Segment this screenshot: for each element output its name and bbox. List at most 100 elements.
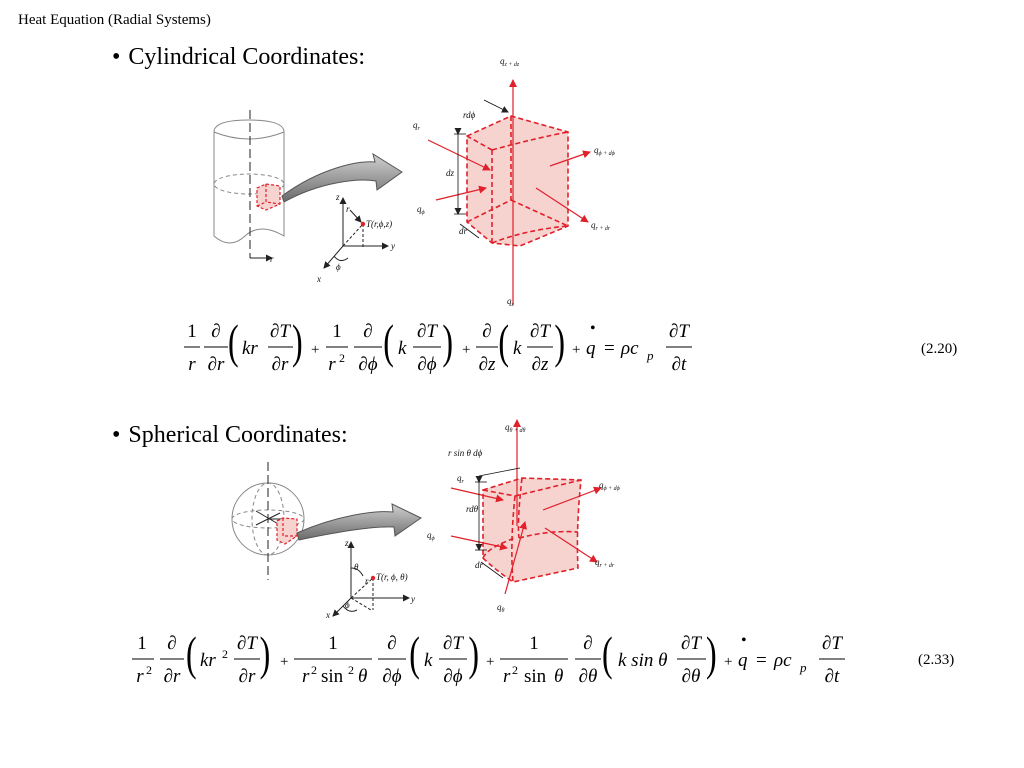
- eq-one-2: 1: [328, 633, 338, 654]
- zoom-arrow: [281, 152, 403, 203]
- eq-rho-c: ρc: [773, 650, 792, 671]
- eq-k-2: k: [513, 338, 522, 359]
- label-dz: dz: [446, 168, 455, 178]
- point-label: T(r, ϕ, θ): [376, 572, 408, 582]
- label-q-r: qr: [457, 473, 465, 485]
- svg-text:(: (: [498, 315, 509, 368]
- label-dr: dr: [459, 226, 468, 236]
- eq-d-t: ∂t: [825, 666, 840, 687]
- eq-k: k: [398, 338, 407, 359]
- spherical-diagram: z θ r y x ϕ T(r, ϕ, θ) qθ + dθ r sin θ d…: [231, 419, 620, 620]
- eq-k: k: [424, 650, 433, 671]
- eq-theta-2: θ: [554, 666, 563, 687]
- eq-qdot: •: [590, 320, 596, 337]
- eq-d-t: ∂t: [672, 354, 687, 375]
- eq-kr: kr: [200, 650, 216, 671]
- zoom-arrow: [296, 503, 422, 541]
- equation-number-spherical: (2.33): [918, 652, 955, 668]
- eq-dT: ∂T: [237, 633, 258, 654]
- label-q-theta-dtheta: qθ + dθ: [505, 422, 525, 434]
- dimension-lines: [475, 467, 521, 579]
- coordinate-axes: [323, 197, 389, 269]
- eq-sq-5: 2: [512, 663, 518, 677]
- eq-d-num: ∂: [211, 321, 220, 342]
- eq-dT-3: ∂T: [681, 633, 702, 654]
- svg-text:(: (: [383, 315, 394, 368]
- svg-text:): ): [442, 315, 453, 368]
- label-q-theta: qθ: [497, 602, 505, 614]
- equation-number-cylindrical: (2.20): [921, 341, 958, 357]
- axis-label-theta: θ: [354, 562, 359, 572]
- bullet-dot: •: [112, 422, 121, 448]
- label-q-r-dr: qr + dr: [591, 220, 611, 232]
- eq-p: p: [799, 660, 807, 675]
- svg-text:(: (: [228, 315, 239, 368]
- cylinder-element: [256, 183, 281, 211]
- eq-d-z: ∂z: [479, 354, 496, 375]
- eq-frac-1-den: r: [188, 354, 196, 375]
- label-q-z-dz: qz + dz: [500, 56, 520, 68]
- eq-d-num-3: ∂: [583, 633, 592, 654]
- label-q-phi-dphi: qϕ + dϕ: [599, 480, 620, 492]
- eq-d-r-2: ∂r: [239, 666, 256, 687]
- eq-d-r-2: ∂r: [272, 354, 289, 375]
- label-r-dtheta: rdθ: [466, 504, 479, 514]
- eq-dT-2: ∂T: [443, 633, 464, 654]
- bullet-spherical: •Spherical Coordinates:: [112, 422, 348, 449]
- eq-k-sin-theta: k sin θ: [618, 650, 667, 671]
- sphere-center-lines: [255, 510, 283, 526]
- axis-label-z: z: [335, 192, 340, 202]
- eq-dT-2: ∂T: [417, 321, 438, 342]
- eq-dT-3: ∂T: [530, 321, 551, 342]
- eq-d-num-2: ∂: [363, 321, 372, 342]
- eq-qdot: •: [741, 632, 747, 649]
- label-dr: dr: [475, 560, 484, 570]
- cylindrical-equation: 1 r ∂ ∂r ( kr ∂T ∂r ) + 1 r 2 ∂ ∂ϕ ( k ∂…: [184, 315, 692, 375]
- svg-text:): ): [706, 627, 717, 680]
- point-marker: [360, 221, 366, 227]
- spherical-equation: 1 r 2 ∂ ∂r ( kr 2 ∂T ∂r ) + 1 r 2 sin 2 …: [132, 627, 845, 687]
- cylinder-radius-label: r: [270, 254, 274, 264]
- bullet-cylindrical: •Cylindrical Coordinates:: [112, 44, 365, 71]
- svg-text:(: (: [409, 627, 420, 680]
- svg-text:): ): [292, 315, 303, 368]
- control-volume: [466, 115, 569, 247]
- eq-equals: =: [604, 338, 615, 359]
- eq-d-theta: ∂θ: [579, 666, 598, 687]
- sphere-element: [276, 517, 298, 545]
- eq-plus: +: [311, 342, 319, 358]
- point-label: T(r,ϕ,z): [366, 219, 392, 229]
- bullet-dot: •: [112, 44, 121, 70]
- axis-label-y: y: [410, 594, 415, 604]
- axis-label-r: r: [365, 576, 369, 586]
- eq-plus-3: +: [724, 654, 732, 670]
- eq-q: q: [738, 650, 748, 671]
- axis-label-phi: ϕ: [336, 262, 341, 272]
- label-q-z: qz: [507, 296, 515, 308]
- eq-frac-2-num: 1: [332, 321, 342, 342]
- dimension-lines: [454, 99, 509, 239]
- eq-d-z-2: ∂z: [532, 354, 549, 375]
- eq-rho-c: ρc: [620, 338, 639, 359]
- eq-sq: 2: [146, 663, 152, 677]
- eq-sq: 2: [339, 351, 345, 365]
- eq-d-num-2: ∂: [387, 633, 396, 654]
- cylinder-shape: [213, 119, 285, 244]
- eq-plus-2: +: [486, 654, 494, 670]
- axis-label-z: z: [344, 538, 349, 548]
- eq-p: p: [646, 348, 654, 363]
- svg-text:): ): [554, 315, 565, 368]
- eq-sq-3: 2: [311, 663, 317, 677]
- eq-dT-4: ∂T: [822, 633, 843, 654]
- eq-d-phi-2: ∂ϕ: [443, 666, 462, 687]
- eq-sq-4: 2: [348, 663, 354, 677]
- eq-theta: θ: [358, 666, 367, 687]
- eq-d-phi: ∂ϕ: [358, 354, 377, 375]
- eq-one-3: 1: [529, 633, 539, 654]
- eq-kr: kr: [242, 338, 258, 359]
- eq-d-num-3: ∂: [482, 321, 491, 342]
- eq-r-2: r: [302, 666, 310, 687]
- eq-one: 1: [137, 633, 147, 654]
- eq-d-num: ∂: [167, 633, 176, 654]
- axis-label-phi: ϕ: [345, 600, 350, 610]
